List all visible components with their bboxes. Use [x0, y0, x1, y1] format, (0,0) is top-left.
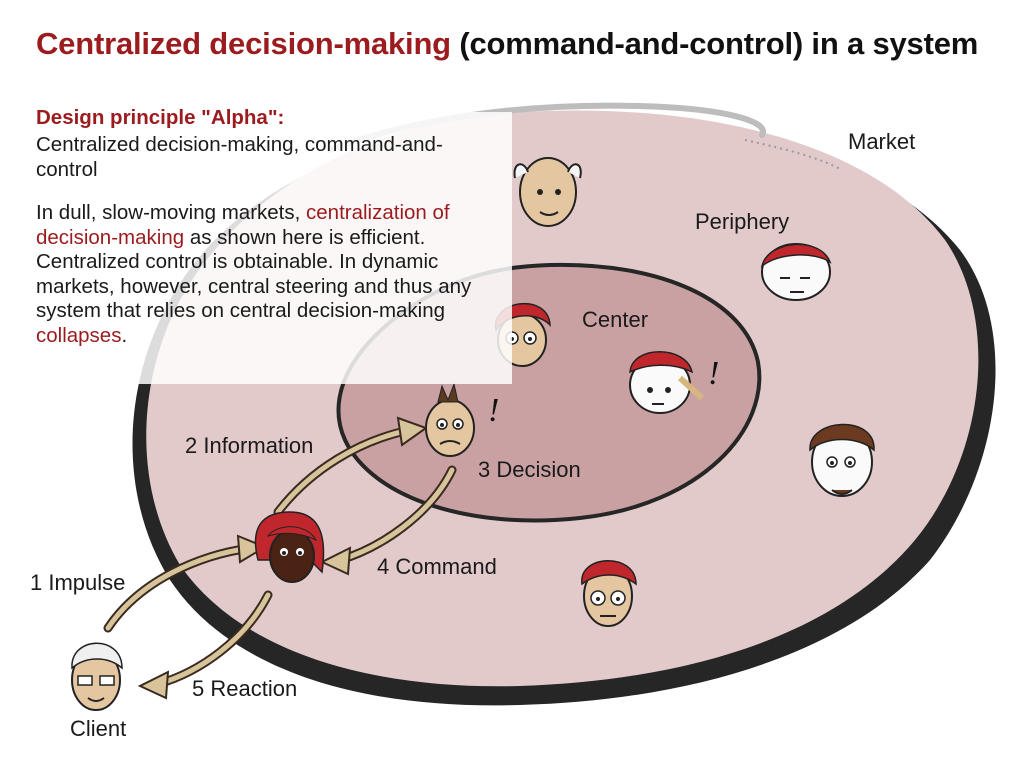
- exclamation-mark-decision: !: [488, 392, 500, 429]
- principle-heading: Design principle "Alpha":: [36, 106, 285, 129]
- title-highlight: Centralized decision-making: [36, 26, 451, 61]
- face-client-icon: [71, 642, 123, 711]
- face-brown-hair-periphery-icon: [809, 423, 875, 497]
- title-rest: (command-and-control) in a system: [459, 26, 979, 61]
- face-glasses-red-hair-icon: [581, 560, 637, 627]
- label-information: 2 Information: [185, 433, 314, 458]
- highlight-centralization: centralization of decision-making: [36, 201, 450, 249]
- highlight-collapses: collapses: [36, 323, 122, 347]
- face-decision-maker-icon: [425, 382, 475, 457]
- page-title: Centralized decision-making (command-and…: [36, 26, 978, 62]
- face-old-man-icon: [513, 157, 582, 227]
- arrow-command: [319, 465, 457, 576]
- text-panel-background: [30, 112, 512, 384]
- label-client: Client: [70, 716, 127, 741]
- label-decision: 3 Decision: [478, 457, 581, 482]
- label-periphery: Periphery: [695, 209, 790, 234]
- label-center: Center: [582, 307, 649, 332]
- principle-subtitle: Centralized decision-making, command-and…: [36, 133, 443, 181]
- arrow-impulse: [103, 534, 268, 633]
- face-cap-boy-icon: [629, 351, 705, 414]
- label-command: 4 Command: [377, 554, 497, 579]
- label-reaction: 5 Reaction: [192, 676, 298, 701]
- face-red-hair-periphery-icon: [760, 243, 832, 301]
- principle-body: In dull, slow-moving markets, centraliza…: [36, 201, 472, 347]
- arrow-reaction: [137, 590, 273, 700]
- label-market: Market: [848, 129, 916, 154]
- face-messenger-icon: [254, 511, 325, 583]
- arrow-information: [273, 416, 429, 517]
- label-impulse: 1 Impulse: [30, 570, 126, 595]
- exclamation-mark-cap-boy: !: [708, 355, 720, 392]
